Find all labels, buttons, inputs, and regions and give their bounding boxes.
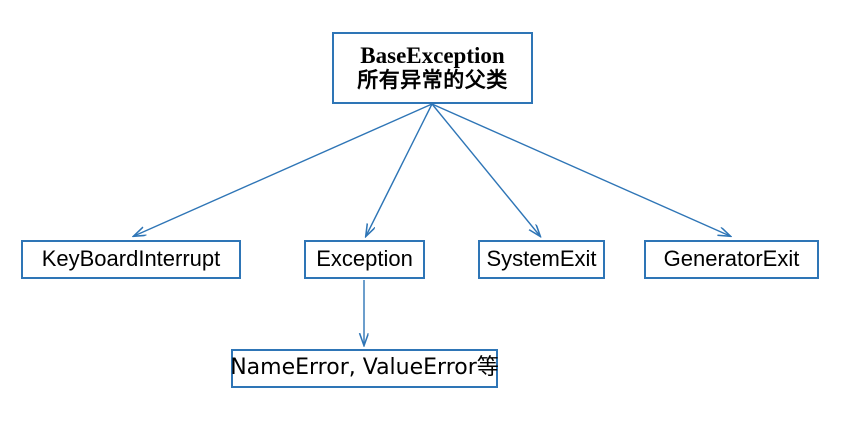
edge-root-to-systemexit (431, 103, 540, 236)
node-nameerror-valueerror[interactable]: NameError, ValueError等 (230, 349, 499, 388)
node-keyboardinterrupt-label: KeyBoardInterrupt (41, 246, 221, 272)
node-generatorexit[interactable]: GeneratorExit (644, 240, 819, 279)
node-baseexception-title: BaseException (360, 43, 505, 69)
node-baseexception[interactable]: BaseException 所有异常的父类 (332, 32, 533, 104)
node-systemexit-label: SystemExit (486, 246, 597, 272)
node-keyboardinterrupt[interactable]: KeyBoardInterrupt (21, 240, 241, 279)
node-exception[interactable]: Exception (304, 240, 425, 279)
node-nameerror-valueerror-label: NameError, ValueError等 (230, 355, 499, 381)
node-baseexception-subtitle: 所有异常的父类 (357, 68, 508, 93)
node-exception-label: Exception (316, 246, 413, 272)
node-systemexit[interactable]: SystemExit (478, 240, 605, 279)
edge-root-to-generatorexit (431, 103, 730, 236)
edge-root-to-keyboardinterrupt (134, 103, 433, 236)
node-generatorexit-label: GeneratorExit (663, 246, 800, 272)
edge-root-to-exception (366, 103, 433, 236)
